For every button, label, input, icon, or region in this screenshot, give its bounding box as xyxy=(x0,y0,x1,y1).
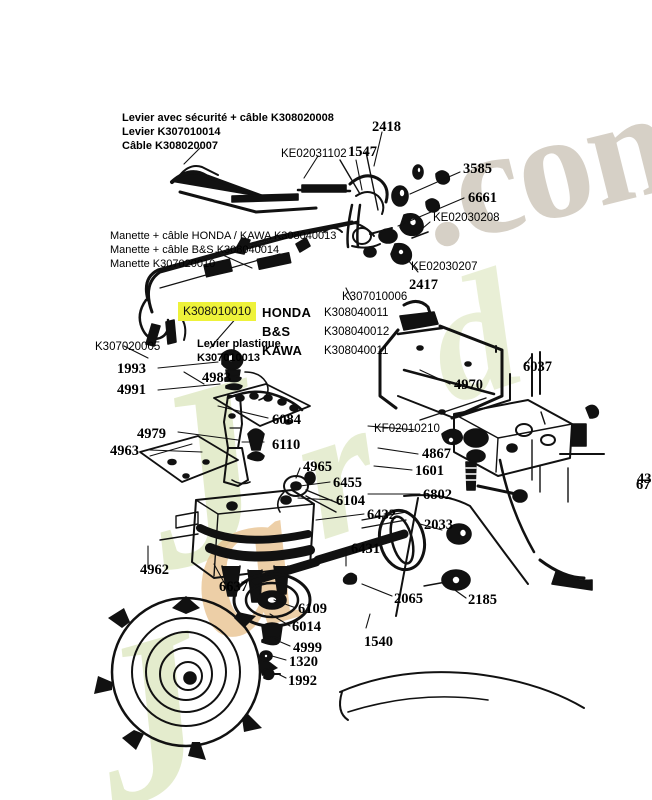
callout-kf02010210: KF02010210 xyxy=(374,423,440,435)
note-lever-line2: Levier K307010014 xyxy=(122,126,221,138)
callout-4965: 4965 xyxy=(303,459,332,475)
callout-4963: 4963 xyxy=(110,443,139,459)
callout-1601: 1601 xyxy=(415,463,444,479)
callout-k307020005: K307020005 xyxy=(95,341,161,353)
engine-ref-kawa: K308040011 xyxy=(324,344,389,357)
note-lever-line1: Levier avec sécurité + câble K308020008 xyxy=(122,112,334,124)
callout-1993: 1993 xyxy=(117,361,146,377)
callout-6104: 6104 xyxy=(336,493,365,509)
callout-6037: 6037 xyxy=(523,359,552,375)
note-plastic-lever-line1: Levier plastique xyxy=(197,338,281,350)
note-lever-line3: Câble K308020007 xyxy=(122,140,219,152)
callout-1540: 1540 xyxy=(364,634,393,650)
engine-brand-kawa: KAWA xyxy=(262,343,303,358)
callout-6455: 6455 xyxy=(333,475,362,491)
note-throttle-line1: Manette + câble HONDA / KAWA K308040013 xyxy=(110,230,337,242)
engine-brand-honda: HONDA xyxy=(262,305,312,320)
callout-2185: 2185 xyxy=(468,592,497,608)
callout-k307010006: K307010006 xyxy=(342,291,408,303)
note-throttle-line3: Manette K307020010 xyxy=(110,258,216,270)
engine-ref-bs: K308040012 xyxy=(324,325,390,338)
callout-ke02030207: KE02030207 xyxy=(411,261,478,273)
callout-4979: 4979 xyxy=(137,426,166,442)
callout-4867: 4867 xyxy=(422,446,451,462)
callout-6109: 6109 xyxy=(298,601,327,617)
callout-6432: 6432 xyxy=(367,507,396,523)
note-plastic-lever-line2: K307010013 xyxy=(197,352,261,364)
callout-3585: 3585 xyxy=(463,161,492,177)
callout-6431: 6431 xyxy=(351,541,380,557)
callout-1547: 1547 xyxy=(348,144,377,160)
callout-6637: 6637 xyxy=(219,579,248,595)
callout-ke02030208: KE02030208 xyxy=(433,212,500,224)
callout-1320: 1320 xyxy=(289,654,318,670)
callout-2033: 2033 xyxy=(424,517,453,533)
callout-6110: 6110 xyxy=(272,437,301,453)
callout-4991: 4991 xyxy=(117,382,146,398)
note-throttle-line2: Manette + câble B&S K308040014 xyxy=(110,244,280,256)
highlighted-reference-text: K308010010 xyxy=(178,302,257,321)
callout-6802: 6802 xyxy=(423,487,452,503)
engine-brand-bs: B&S xyxy=(262,324,291,339)
highlighted-reference[interactable]: K308010010 xyxy=(178,302,257,321)
callout-67: 67 xyxy=(636,477,651,493)
callout-4999: 4999 xyxy=(293,640,322,656)
callout-6084: 6084 xyxy=(272,412,301,428)
engine-variant-table: HONDA K308040011 B&S K308040012 KAWA K30… xyxy=(262,303,389,360)
callout-43: 43 xyxy=(637,471,652,487)
engine-ref-honda: K308040011 xyxy=(324,306,389,319)
callout-1992: 1992 xyxy=(288,673,317,689)
callout-4983: 4983 xyxy=(202,370,231,386)
callout-2065: 2065 xyxy=(394,591,423,607)
callout-6661: 6661 xyxy=(468,190,497,206)
callout-ke02031102: KE02031102 xyxy=(281,148,347,160)
callout-2418: 2418 xyxy=(372,119,401,135)
callout-4970: 4970 xyxy=(454,377,483,393)
callout-4962: 4962 xyxy=(140,562,169,578)
callout-2417: 2417 xyxy=(409,277,438,293)
callout-6014: 6014 xyxy=(292,619,321,635)
